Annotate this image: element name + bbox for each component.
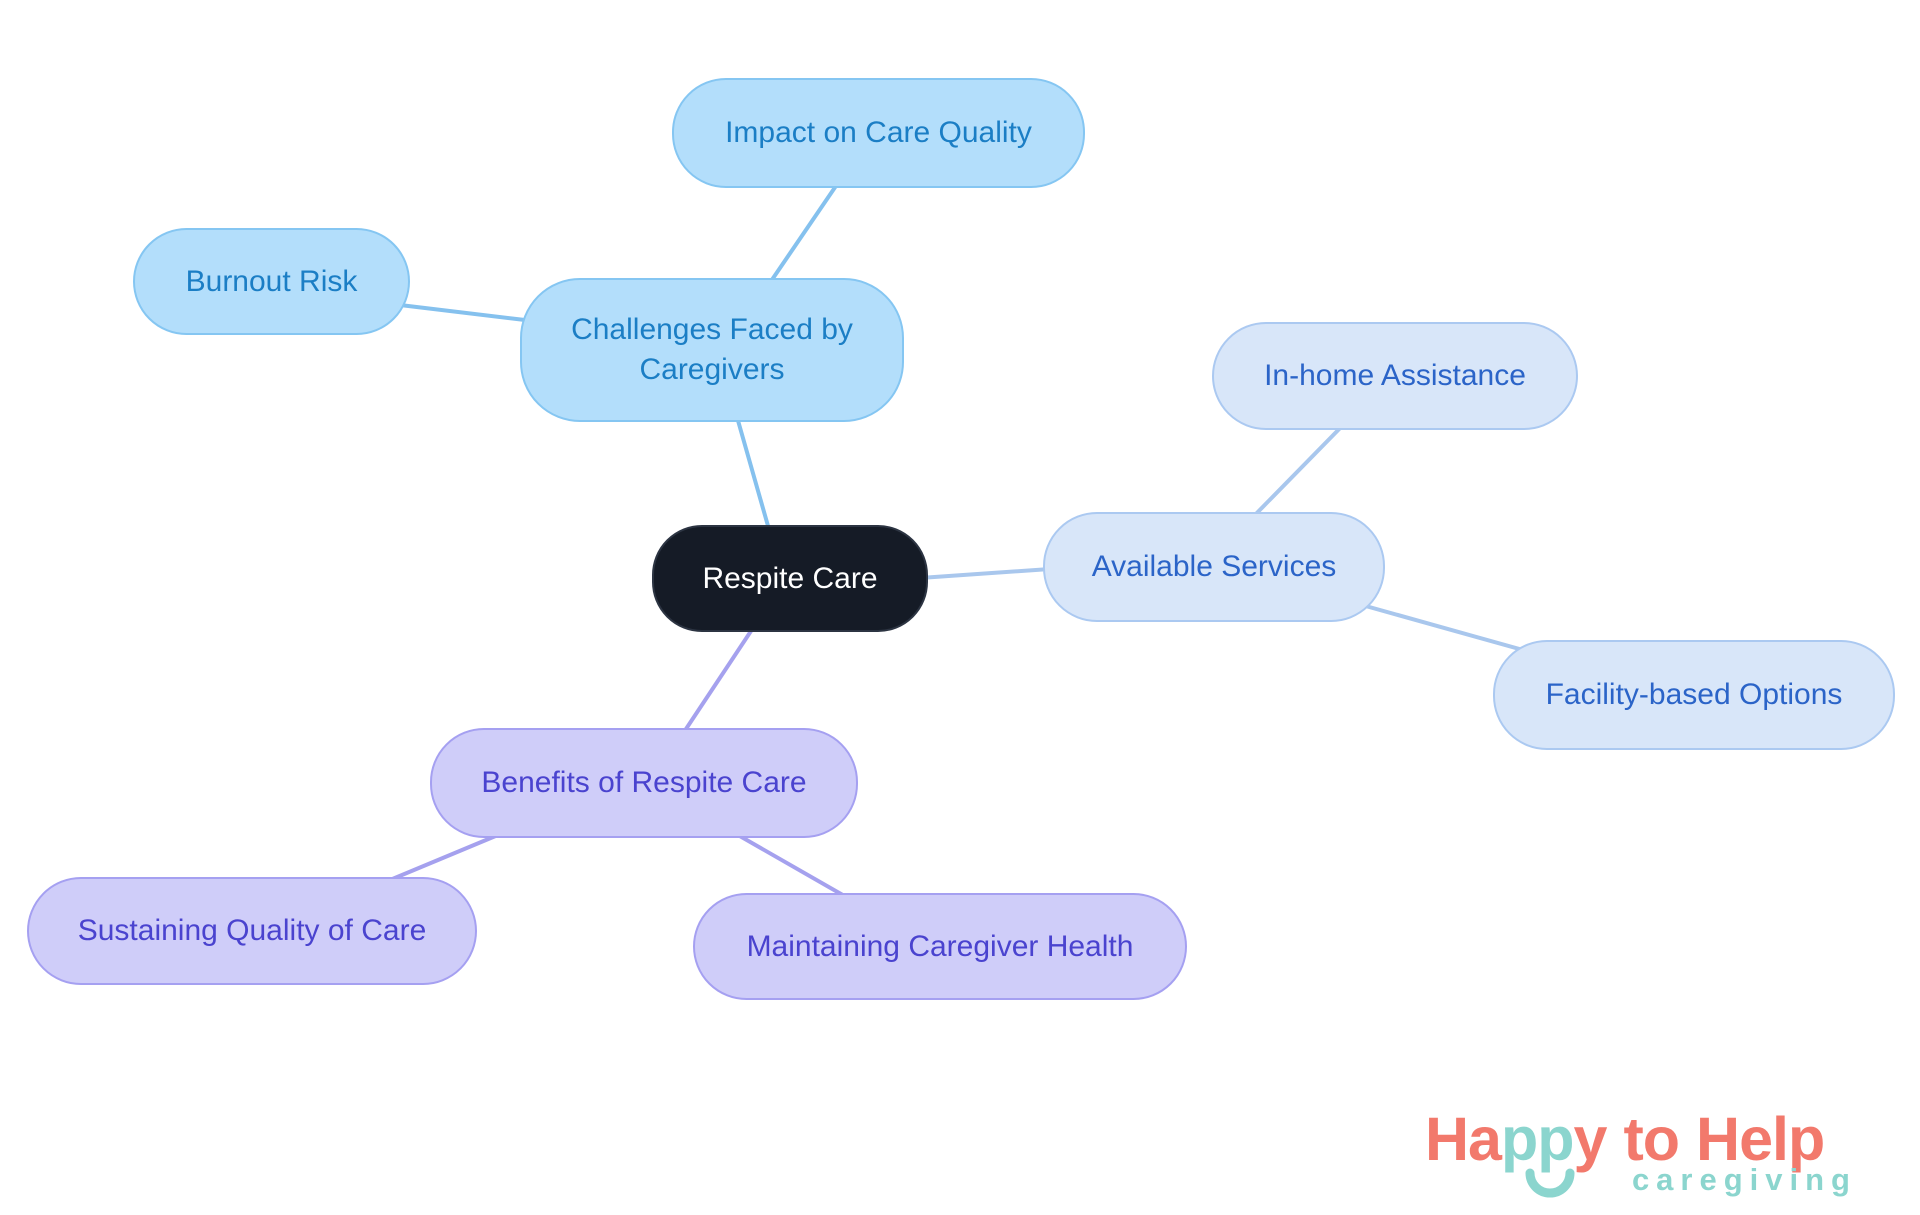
node-respite-care[interactable]: Respite Care: [652, 525, 928, 632]
edge-challenges-to-impact: [763, 178, 842, 292]
node-sustaining-quality-of-care[interactable]: Sustaining Quality of Care: [27, 877, 477, 985]
logo-wordmark: Happy to Help: [1425, 1104, 1875, 1174]
node-facility-based-options[interactable]: Facility-based Options: [1493, 640, 1895, 750]
happy-to-help-logo: Happy to Help caregiving: [1425, 1104, 1875, 1198]
node-challenges-faced-by-caregivers[interactable]: Challenges Faced by Caregivers: [520, 278, 904, 422]
edge-respite-to-available: [918, 567, 1052, 580]
logo-word-help: Help: [1696, 1105, 1825, 1173]
logo-letter-y: y: [1573, 1105, 1608, 1173]
logo-word-to: to: [1623, 1105, 1680, 1173]
logo-word-happy: Happy: [1425, 1104, 1608, 1174]
logo-letters-pp: pp: [1500, 1105, 1575, 1173]
node-available-services[interactable]: Available Services: [1043, 512, 1385, 622]
edge-respite-to-benefits: [680, 623, 757, 737]
edge-challenges-to-burnout: [398, 303, 527, 322]
edge-benefits-to-maintaining: [736, 833, 850, 900]
logo-subtitle: caregiving: [1631, 1162, 1857, 1197]
node-maintaining-caregiver-health[interactable]: Maintaining Caregiver Health: [693, 893, 1187, 1000]
node-in-home-assistance[interactable]: In-home Assistance: [1212, 322, 1578, 430]
node-impact-on-care-quality[interactable]: Impact on Care Quality: [672, 78, 1085, 188]
edge-available-to-inhome: [1248, 418, 1350, 522]
edge-respite-to-challenges: [733, 408, 774, 542]
logo-letters-ha: Ha: [1425, 1105, 1502, 1173]
smile-icon: [1525, 1168, 1575, 1198]
edge-benefits-to-sustaining: [388, 833, 500, 882]
node-burnout-risk[interactable]: Burnout Risk: [133, 228, 410, 335]
node-benefits-of-respite-care[interactable]: Benefits of Respite Care: [430, 728, 858, 838]
edge-available-to-facility: [1353, 601, 1532, 654]
